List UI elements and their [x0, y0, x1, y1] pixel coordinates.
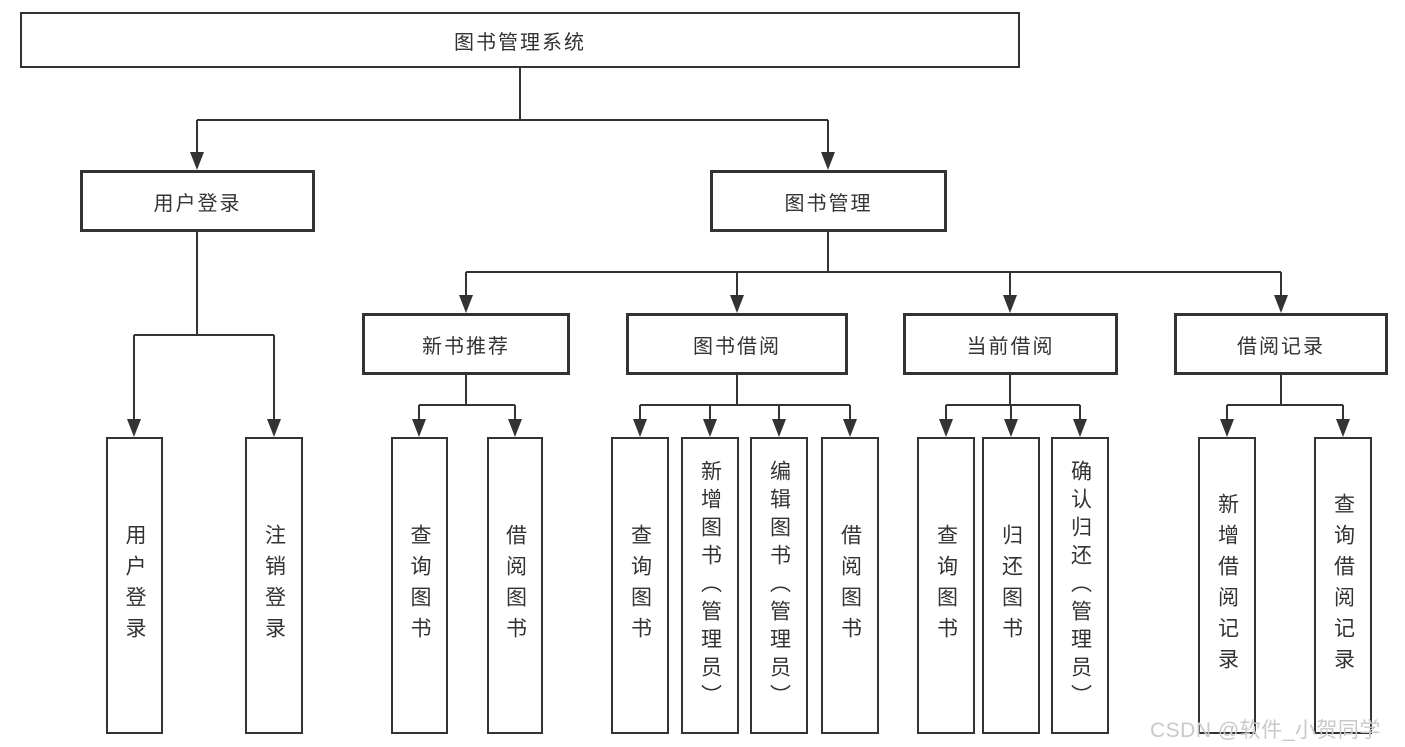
leaf-query-books-1: 查询图书	[391, 437, 448, 734]
node-root: 图书管理系统	[20, 12, 1020, 68]
leaf-borrow-books-1-label: 借阅图书	[503, 523, 527, 648]
leaf-query-books-2-label: 查询图书	[628, 523, 652, 648]
arrowhead	[1220, 419, 1234, 437]
node-book-borrow-label: 图书借阅	[693, 335, 781, 358]
leaf-query-books-3: 查询图书	[917, 437, 975, 734]
leaf-logout-label: 注销登录	[262, 523, 286, 648]
arrowhead	[190, 152, 204, 170]
arrowhead	[508, 419, 522, 437]
leaf-query-borrow-record-label: 查询借阅记录	[1331, 492, 1355, 679]
arrowhead	[127, 419, 141, 437]
node-book-management-label: 图书管理	[784, 192, 873, 215]
arrowhead	[1336, 419, 1350, 437]
arrowhead	[703, 419, 717, 437]
leaf-query-borrow-record: 查询借阅记录	[1314, 437, 1372, 734]
node-new-book-recommend: 新书推荐	[362, 313, 570, 375]
arrowhead	[412, 419, 426, 437]
leaf-return-book-label: 归还图书	[999, 523, 1023, 648]
arrowhead	[821, 152, 835, 170]
arrowhead	[633, 419, 647, 437]
leaf-add-book-admin: 新增图书（管理员）	[681, 437, 739, 734]
connector-user-login-to-leaves	[133, 232, 275, 422]
connector-book-borrow-to-leaves	[639, 375, 851, 422]
node-new-book-recommend-label: 新书推荐	[422, 335, 510, 358]
connector-root-to-level2	[196, 68, 829, 155]
node-current-borrow-label: 当前借阅	[966, 335, 1055, 358]
leaf-borrow-books-2-label: 借阅图书	[838, 523, 862, 648]
connector-borrow-records-to-leaves	[1226, 375, 1344, 422]
leaf-return-book: 归还图书	[982, 437, 1040, 734]
node-root-label: 图书管理系统	[454, 31, 586, 54]
arrowhead	[1274, 295, 1288, 313]
node-borrow-records-label: 借阅记录	[1237, 335, 1325, 358]
leaf-query-books-2: 查询图书	[611, 437, 669, 734]
leaf-logout: 注销登录	[245, 437, 303, 734]
node-user-login: 用户登录	[80, 170, 315, 232]
csdn-watermark: CSDN @软件_小贺同学	[1150, 719, 1381, 742]
arrowhead	[1004, 419, 1018, 437]
leaf-add-book-admin-label: 新增图书（管理员）	[698, 459, 722, 712]
leaf-confirm-return-admin-label: 确认归还（管理员）	[1068, 459, 1092, 712]
leaf-borrow-books-1: 借阅图书	[487, 437, 543, 734]
leaf-add-borrow-record-label: 新增借阅记录	[1215, 492, 1239, 679]
leaf-confirm-return-admin: 确认归还（管理员）	[1051, 437, 1109, 734]
arrowhead	[1003, 295, 1017, 313]
arrowhead	[730, 295, 744, 313]
arrowhead	[772, 419, 786, 437]
leaf-user-login: 用户登录	[106, 437, 163, 734]
arrowheads	[127, 152, 1350, 437]
leaf-add-borrow-record: 新增借阅记录	[1198, 437, 1256, 734]
node-book-management: 图书管理	[710, 170, 947, 232]
node-user-login-label: 用户登录	[153, 192, 242, 215]
node-book-borrow: 图书借阅	[626, 313, 848, 375]
leaf-edit-book-admin: 编辑图书（管理员）	[750, 437, 808, 734]
arrowhead	[1073, 419, 1087, 437]
leaf-user-login-label: 用户登录	[123, 523, 146, 648]
arrowhead	[267, 419, 281, 437]
leaf-edit-book-admin-label: 编辑图书（管理员）	[767, 459, 791, 712]
node-current-borrow: 当前借阅	[903, 313, 1118, 375]
leaf-query-books-3-label: 查询图书	[934, 523, 958, 648]
leaf-borrow-books-2: 借阅图书	[821, 437, 879, 734]
arrowhead	[939, 419, 953, 437]
node-borrow-records: 借阅记录	[1174, 313, 1388, 375]
connector-current-borrow-to-leaves	[945, 375, 1081, 422]
arrowhead	[459, 295, 473, 313]
leaf-query-books-1-label: 查询图书	[408, 523, 431, 648]
connector-new-book-to-leaves	[418, 375, 516, 422]
arrowhead	[843, 419, 857, 437]
connector-book-mgmt-to-level3	[465, 232, 1282, 298]
